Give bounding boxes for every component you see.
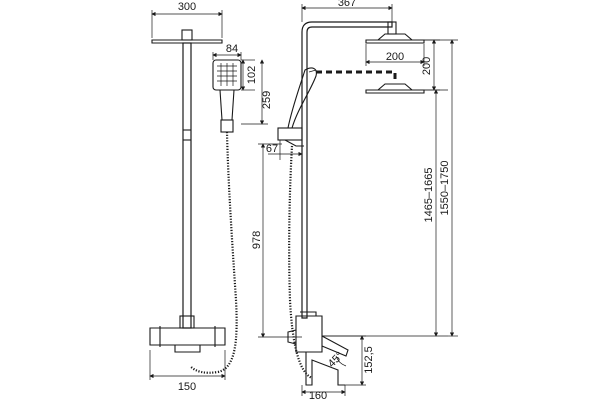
dim-label-200-height: 200 <box>421 57 433 75</box>
shower-column-side <box>301 21 397 319</box>
dim-hand-shower: 84 102 259 <box>212 43 273 125</box>
hand-shower-side <box>287 67 317 129</box>
rain-shower-head-front <box>151 29 223 44</box>
hand-shower-front <box>212 59 242 133</box>
dim-label-67: 67 <box>266 143 278 155</box>
dim-label-200-width: 200 <box>386 51 404 63</box>
dim-mixer-width: 150 <box>149 350 226 393</box>
hose-front <box>189 131 238 374</box>
dim-spout-reach: 160 <box>301 385 346 400</box>
hand-shower-holder <box>277 127 304 147</box>
arm-extension-dashed <box>316 70 397 82</box>
rain-shower-head-side <box>365 33 425 44</box>
dim-label-1465-1665: 1465–1665 <box>423 167 435 222</box>
front-view: 300 150 <box>149 1 273 393</box>
dim-rain-head-side-width: 200 <box>365 44 425 66</box>
rain-shower-head-side-lowered <box>365 83 425 94</box>
side-view: 367 200 200 <box>251 0 458 400</box>
dim-label-367: 367 <box>338 0 356 9</box>
dim-label-300: 300 <box>178 1 196 13</box>
dim-rain-head-width: 300 <box>151 1 223 38</box>
mixer-side <box>287 311 349 386</box>
dim-label-259: 259 <box>261 91 273 109</box>
dim-label-152-5: 152,5 <box>363 346 375 374</box>
thermostatic-mixer-front <box>149 315 226 353</box>
dim-label-160: 160 <box>309 390 327 400</box>
dim-label-978: 978 <box>251 231 263 249</box>
dim-mixer-height: 978 <box>251 143 302 338</box>
dim-arm-reach: 367 <box>301 0 393 22</box>
shower-column-front <box>182 42 192 329</box>
dim-label-150: 150 <box>178 381 196 393</box>
dim-label-84: 84 <box>226 43 238 55</box>
dim-label-102: 102 <box>246 66 258 84</box>
dim-label-1550-1750: 1550–1750 <box>439 160 451 215</box>
dim-holder-offset: 67 <box>266 140 303 160</box>
dim-height-range-inner: 1465–1665 <box>322 89 448 337</box>
dim-height-range-outer: 1550–1750 <box>424 39 458 337</box>
